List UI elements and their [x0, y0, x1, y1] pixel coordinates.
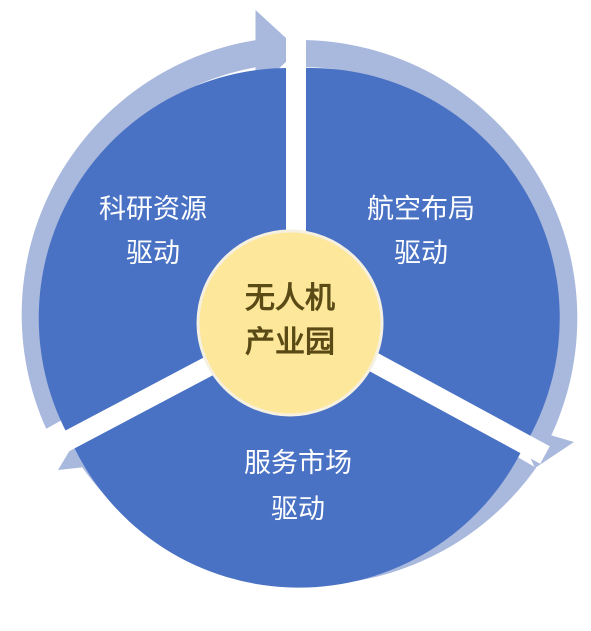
segment-market-label-line1: 服务市场 [244, 448, 352, 479]
outer-arc-right [299, 39, 578, 468]
segment-research-label-line2: 驱动 [126, 238, 180, 269]
segment-aviation-label-line2: 驱动 [394, 238, 448, 269]
center-label-line1: 无人机 [245, 281, 335, 316]
center-circle [196, 229, 384, 417]
segments [38, 67, 560, 588]
segment-aviation-label-line1: 航空布局 [367, 194, 475, 225]
segment-market-label-line2: 驱动 [271, 494, 325, 525]
segment-research-label-line1: 科研资源 [99, 194, 207, 225]
segment-market [72, 330, 524, 588]
center-label-line2: 产业园 [245, 325, 335, 360]
